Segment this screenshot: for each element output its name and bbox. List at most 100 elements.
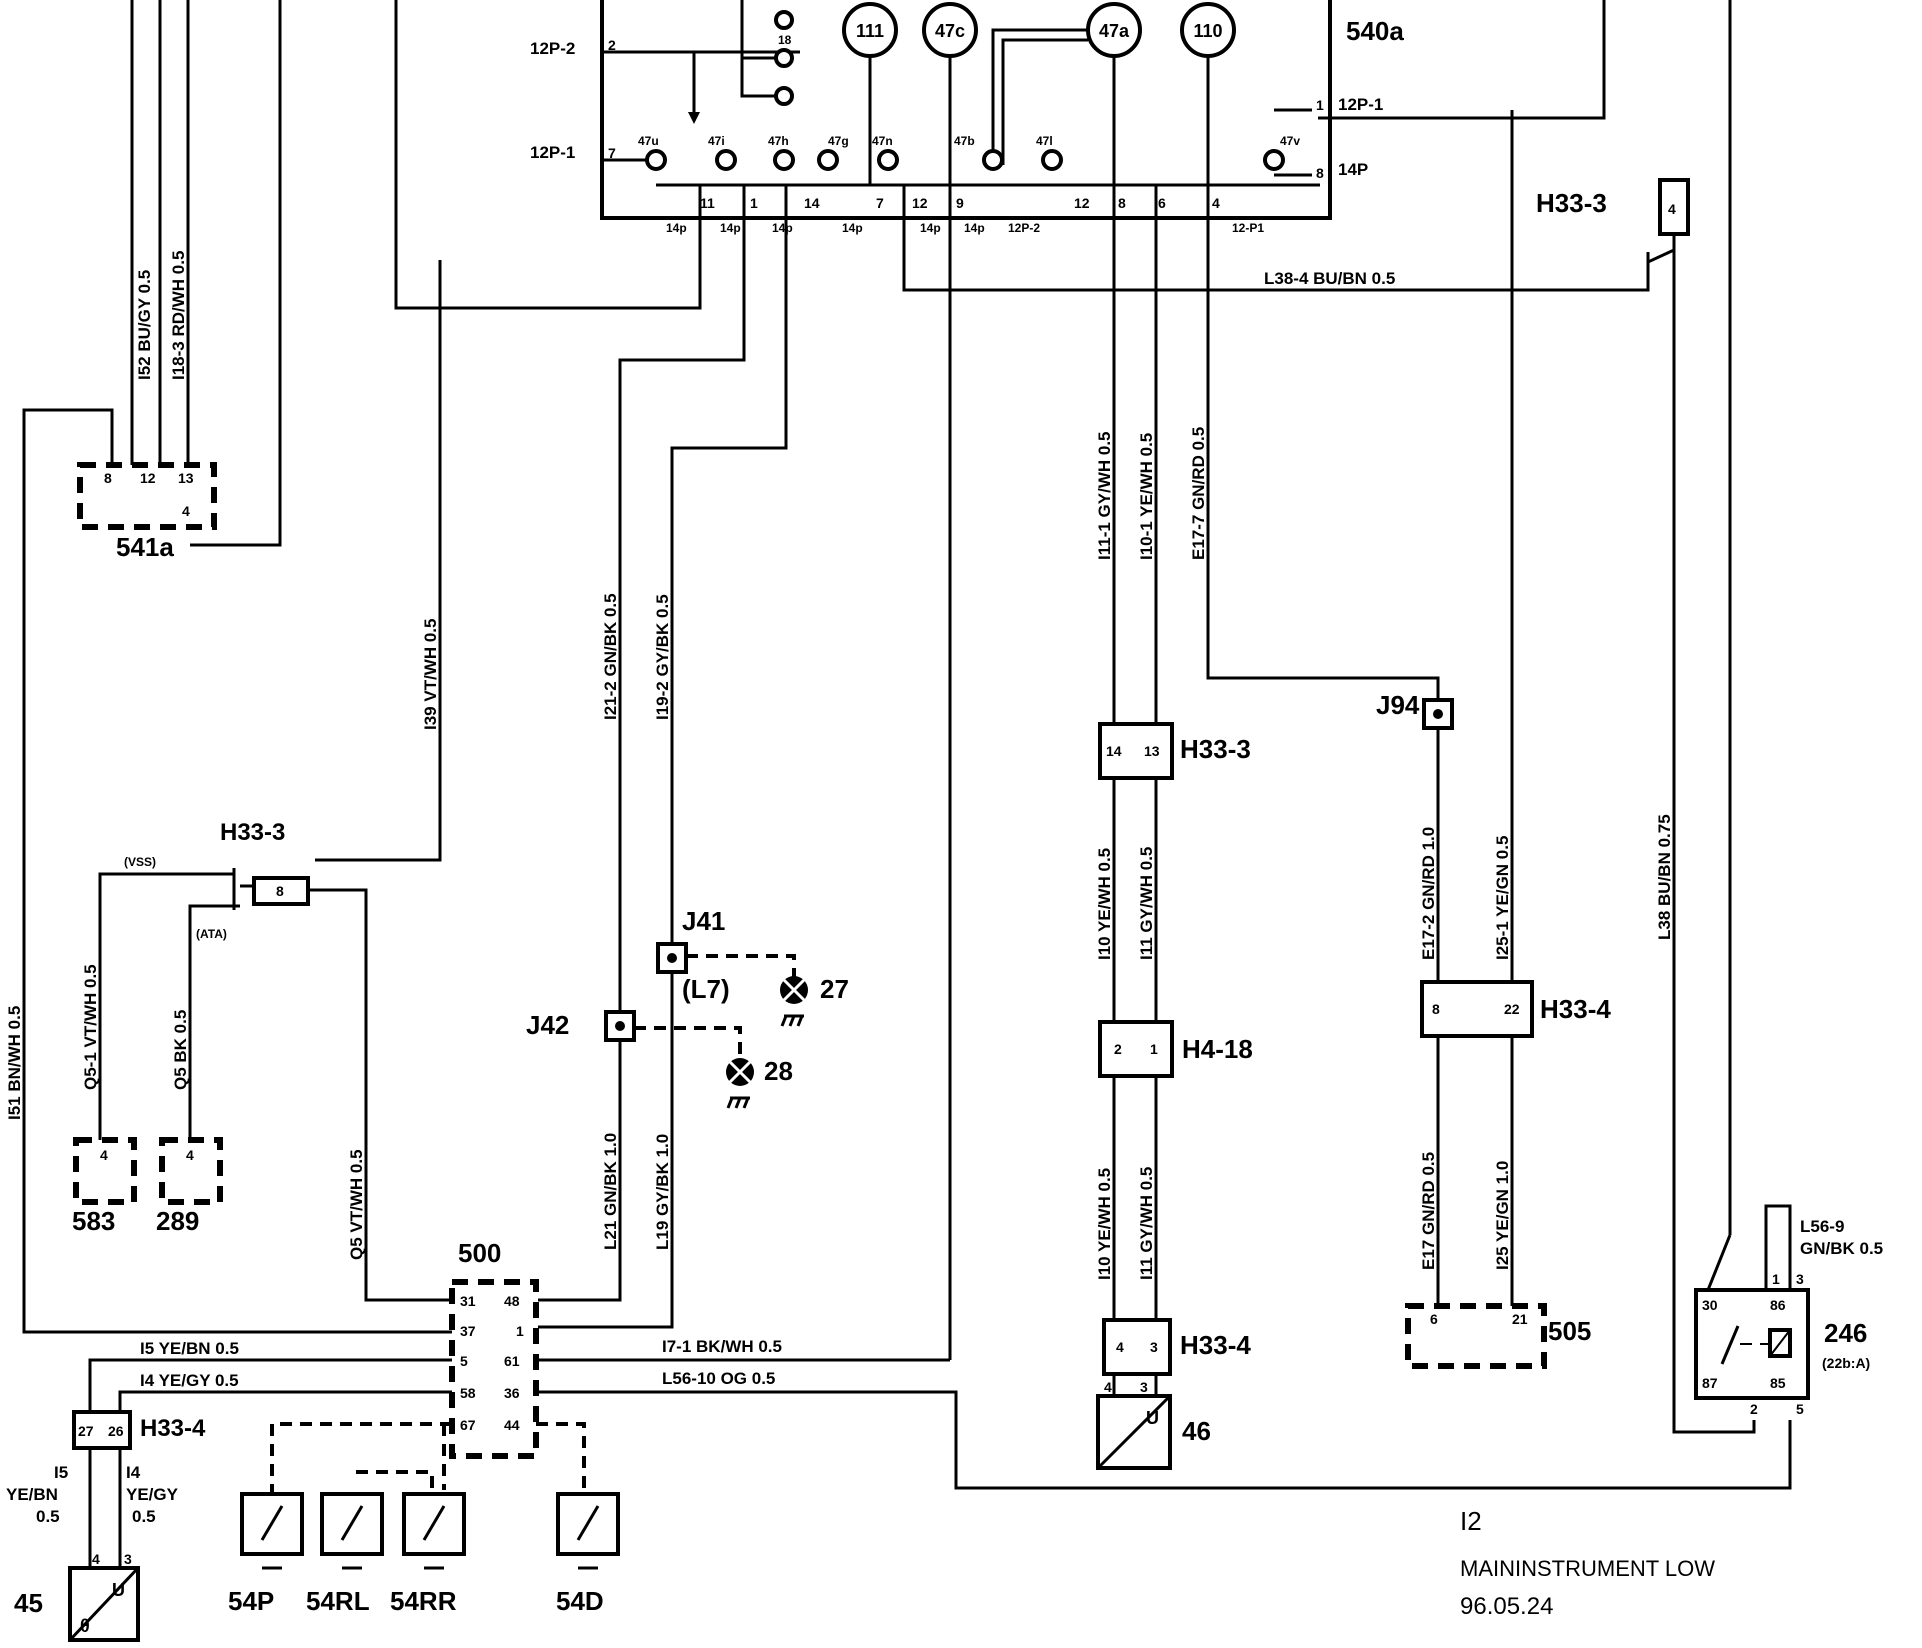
wire-i4: I4 YE/GY 0.5: [140, 1371, 239, 1390]
wire-i11-1: I11-1 GY/WH 0.5: [1095, 432, 1114, 561]
diode-icon: [688, 112, 700, 124]
cluster-14p-label: 14P: [1338, 160, 1368, 179]
pin-246-87: 87: [1702, 1375, 1718, 1391]
pin-246-2: 2: [1750, 1401, 1758, 1417]
lamp-28: 28: [726, 1056, 793, 1109]
cluster-pin: 14: [804, 195, 820, 211]
wire-l38: L38 BU/BN 0.75: [1655, 814, 1674, 940]
cluster-sub: 14p: [964, 221, 985, 235]
label-j94: J94: [1376, 690, 1420, 720]
gauge-47c: 47c: [922, 2, 978, 1360]
wire-i5-label: I5: [54, 1463, 68, 1482]
connector-h33-3-mid: 14 13 H33-3: [1098, 722, 1251, 780]
cluster-sub: 14p: [772, 221, 793, 235]
cluster-bottom-sub: 14p 14p 14p 14p 14p 14p 12P-2 12-P1: [666, 221, 1264, 235]
cluster-sub: 12P-2: [1008, 221, 1040, 235]
sensor-45-u: U: [112, 1580, 125, 1600]
connector-h33-4-mid: 4 3 H33-4: [1102, 1318, 1251, 1376]
cluster-12p2-label: 12P-2: [530, 39, 575, 58]
label-541a: 541a: [116, 532, 174, 562]
wire-i11a: I11 GY/WH 0.5: [1137, 847, 1156, 960]
label-h33-4-left: H33-4: [140, 1415, 206, 1442]
pin-500-36: 36: [504, 1385, 520, 1401]
pin-45-4: 4: [92, 1551, 100, 1567]
label-h33-3-left: H33-3: [220, 819, 285, 846]
wire-e17: E17 GN/RD 0.5: [1419, 1152, 1438, 1270]
sensor-45: 4 3 U θ 45: [14, 1551, 140, 1642]
wire-l56-10: L56-10 OG 0.5: [662, 1369, 775, 1388]
wire-i39: I39 VT/WH 0.5: [421, 619, 440, 730]
wire-i52: I52 BU/GY 0.5: [135, 270, 154, 380]
title-block: I2 MAININSTRUMENT LOW 96.05.24: [1460, 1506, 1715, 1620]
lamp-47b: 47b: [954, 134, 975, 148]
pin-h33-4-22: 22: [1504, 1001, 1520, 1017]
cluster-pin: 12: [1074, 195, 1090, 211]
gauge-111: 111: [842, 2, 898, 185]
cluster-sub: 14p: [920, 221, 941, 235]
pin-289: 4: [186, 1147, 194, 1163]
lamp-47l: 47l: [1036, 134, 1053, 148]
label-54d: 54D: [556, 1586, 604, 1616]
splice-j42: J42: [526, 1010, 636, 1042]
wire-i5-size: 0.5: [36, 1507, 60, 1526]
wire-i21-2: I21-2 GN/BK 0.5: [601, 593, 620, 720]
lamp-47n: 47n: [872, 134, 893, 148]
wire-i19-2: I19-2 GY/BK 0.5: [653, 594, 672, 720]
relay-246: 30 86 87 85 1 3 2 5 246 (22b:A): [1694, 1271, 1870, 1417]
cluster-side-pin-1: 1: [1316, 97, 1324, 113]
diagram-name: MAININSTRUMENT LOW: [1460, 1556, 1715, 1581]
pin-500-44: 44: [504, 1417, 520, 1433]
pin-500-48: 48: [504, 1293, 520, 1309]
gauge-110-label: 110: [1193, 21, 1222, 41]
label-h33-4-right: H33-4: [1540, 994, 1611, 1024]
wire-i10b: I10 YE/WH 0.5: [1095, 1168, 1114, 1280]
wire-i5: I5 YE/BN 0.5: [140, 1339, 239, 1358]
wire-l56-9-color: GN/BK 0.5: [1800, 1239, 1883, 1258]
cluster-pin: 7: [876, 195, 884, 211]
wire-i4-size: 0.5: [132, 1507, 156, 1526]
label-46: 46: [1182, 1416, 1211, 1446]
label-h33-3-top: H33-3: [1536, 188, 1607, 218]
wire-i7-1: I7-1 BK/WH 0.5: [662, 1337, 782, 1356]
wire-i25-1: I25-1 YE/GN 0.5: [1493, 836, 1512, 960]
wire-q5-vt: Q5 VT/WH 0.5: [347, 1149, 366, 1260]
switch-54rl: 54RL: [306, 1492, 384, 1616]
pin-h33-4-27: 27: [78, 1423, 94, 1439]
connector-h33-3-top: 4 H33-3: [1536, 178, 1690, 236]
wire-i51: I51 BN/WH 0.5: [5, 1006, 24, 1120]
gauge-47c-label: 47c: [935, 21, 965, 41]
cluster-pin: 11: [700, 195, 715, 211]
pin-500-61: 61: [504, 1353, 520, 1369]
pin-500-37: 37: [460, 1323, 476, 1339]
diagram-date: 96.05.24: [1460, 1593, 1553, 1620]
switch-54p: 54P: [228, 1492, 304, 1616]
component-505: 6 21 505: [1405, 1303, 1591, 1369]
label-289: 289: [156, 1206, 199, 1236]
cluster-side-pin-2: 2: [608, 37, 616, 53]
label-505: 505: [1548, 1316, 1591, 1346]
lamp-47h: 47h: [768, 134, 789, 148]
pin-500-1: 1: [516, 1323, 524, 1339]
pin-246-1: 1: [1772, 1271, 1780, 1287]
pin-583: 4: [100, 1147, 108, 1163]
lamp-47v: 47v: [1280, 134, 1300, 148]
label-246: 246: [1824, 1318, 1867, 1348]
pin-h33-4-26: 26: [108, 1423, 124, 1439]
pin-541a-12: 12: [140, 470, 156, 486]
connector-h33-4-right: 8 22 H33-4: [1420, 980, 1611, 1038]
pin-h33-4-8: 8: [1432, 1001, 1440, 1017]
pin-505-21: 21: [1512, 1311, 1528, 1327]
pin-h33-3-left: 8: [276, 883, 284, 899]
pin-541a-4: 4: [182, 503, 190, 519]
pin-46-3: 3: [1140, 1379, 1148, 1395]
cluster-12p1-label: 12P-1: [530, 143, 575, 162]
pin-45-3: 3: [124, 1551, 132, 1567]
label-54p: 54P: [228, 1586, 274, 1616]
component-500: 500 31 37 5 58 67 48 1 61 36 44: [449, 1238, 539, 1459]
pin-500-58: 58: [460, 1385, 476, 1401]
cluster-12p1-right-label: 12P-1: [1338, 95, 1383, 114]
pin-541a-13: 13: [178, 470, 194, 486]
pin-h33-3-top: 4: [1668, 201, 1676, 217]
pin-h33-4-3: 3: [1150, 1339, 1158, 1355]
wire-i4-color: YE/GY: [126, 1485, 179, 1504]
